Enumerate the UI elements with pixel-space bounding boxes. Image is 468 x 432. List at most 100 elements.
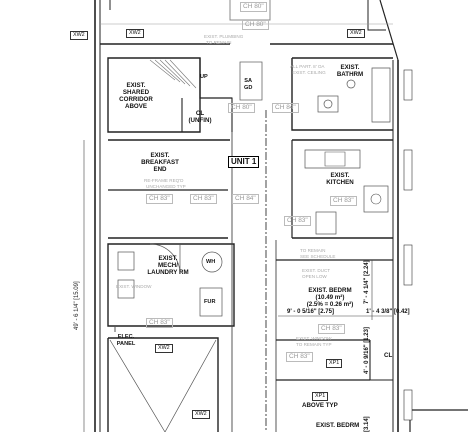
annotation-note: SEE SCHEDULE [300, 254, 336, 259]
water-heater [201, 251, 223, 273]
room-label-line: ELEC. [117, 334, 135, 340]
window-marker [403, 244, 413, 286]
ceiling-height: CH 84" [232, 194, 259, 204]
water-heater-label: WH [206, 259, 216, 265]
room-label-corridor: EXIST. SHARED CORRIDOR ABOVE [112, 82, 160, 110]
room-label-line: EXIST. [340, 64, 360, 71]
top-right-unit-wall [367, 0, 386, 31]
washer [117, 251, 135, 271]
room-label-line: ABOVE [124, 103, 147, 110]
ceiling-height: CH 83" [286, 352, 313, 362]
annotation-note: TO REMAIN [300, 248, 326, 253]
room-label-line: SA [244, 78, 253, 84]
room-label-bedroom: EXIST. BEDRM (10.49 m²) (2.5% = 0.26 m²) [300, 287, 360, 308]
window-marker [403, 389, 413, 421]
annotation-note: EXIST. WINDOW [116, 284, 152, 289]
closet-walls [369, 340, 393, 381]
ceiling-height: CH 83" [146, 194, 173, 204]
wall-tag: XW2 [70, 31, 88, 40]
ceiling-height: CH 80" [242, 20, 269, 30]
room-label-kitchen: EXIST. KITCHEN [320, 172, 360, 186]
kitchen-counter [304, 149, 361, 169]
room-label-line: EXIST. BEDRM [308, 287, 352, 294]
horizontal-dimension-right: 1' - 4 3/8" [0.42] [366, 309, 410, 315]
room-label-line: (2.5% = 0.26 m²) [306, 301, 354, 308]
stove [363, 185, 389, 213]
annotation-note: EXIST. WINDOW [296, 336, 332, 341]
bedroom-walls [276, 259, 393, 341]
annotation-note: TO REMAIN [206, 40, 232, 45]
furnace [199, 287, 223, 317]
room-label-line: (10.49 m²) [315, 294, 345, 301]
annotation-note: RE-FRAME REQ'D [144, 178, 184, 183]
ceiling-height: CH 83" [190, 194, 217, 204]
open-to-below-x [109, 339, 217, 432]
ceiling-height: CH 83" [318, 324, 345, 334]
mech-room-walls [107, 243, 235, 327]
room-label-mech: EXIST. MECH/ LAUNDRY RM [140, 255, 196, 276]
annotation-note: UNCHANGED TYP [146, 184, 186, 189]
annotation-note: OPEN LOW [302, 274, 327, 279]
right-vertical-dimension: 7' - 4 1/4" [2.24] [364, 260, 370, 304]
room-label-line: END [153, 166, 167, 173]
room-label-bathroom: EXIST. BATHRM [330, 64, 370, 78]
bathroom-walls [291, 57, 393, 131]
unit-label: UNIT 1 [228, 156, 260, 168]
sa-gd-box [239, 61, 263, 101]
room-label-closet-unfin: CL (UNFIN) [182, 110, 218, 124]
room-label-line: PANEL [116, 341, 136, 347]
room-label-line: KITCHEN [326, 179, 354, 186]
annotation-note: EXIST. PLUMBING [204, 34, 244, 39]
closet-unfin-walls [181, 97, 233, 132]
wall-tag: XW2 [155, 344, 173, 353]
room-label-bedroom2: EXIST. BEDRM [316, 422, 360, 429]
annotation-note: TO REMAIN TYP [296, 342, 332, 347]
room-label-line: CORRIDOR [119, 96, 153, 103]
ceiling-height: CH 80" [240, 2, 267, 12]
stair-up-label: UP [200, 74, 208, 80]
ceiling-height: CH 83" [330, 196, 357, 206]
horizontal-dimension-left: 9' - 0 5/16" [2.75] [287, 309, 334, 315]
room-label-line: EXIST. [158, 255, 178, 262]
door-tag: XP1 [326, 359, 343, 368]
furnace-label: FUR [204, 299, 216, 305]
room-label-above-typ: ABOVE TYP [302, 402, 338, 409]
room-label-line: BATHRM [336, 71, 364, 78]
dryer [117, 279, 135, 299]
toilet [346, 79, 356, 89]
kitchen-sink [324, 151, 346, 167]
room-label-line: EXIST. [330, 172, 350, 179]
bathtub [371, 67, 391, 123]
room-label-line: EXIST. [150, 152, 170, 159]
window-marker [403, 149, 413, 191]
wall-tag: XW2 [192, 410, 210, 419]
room-label-line: CL [195, 110, 205, 117]
room-label-line: SHARED [122, 89, 150, 96]
room-label-line: LAUNDRY RM [147, 269, 189, 276]
ceiling-height: CH 83" [146, 318, 173, 328]
ceiling-height: CH 83" [284, 216, 311, 226]
corridor-walls [107, 57, 201, 133]
small-vertical-dimension-2: [3.14] [364, 416, 370, 432]
wall-tag: XW2 [347, 29, 365, 38]
annotation-note: ALL PART. 8' OA [290, 64, 325, 69]
vanity [317, 95, 339, 113]
room-label-line: EXIST. [126, 82, 146, 89]
sa-gd-label: SA GD [244, 78, 252, 92]
right-neighbour-wall [409, 409, 468, 432]
room-label-line: BREAKFAST [141, 159, 179, 166]
room-label-line: MECH/ [158, 262, 178, 269]
room-label-line: (UNFIN) [188, 117, 212, 124]
room-label-closet: CL [384, 352, 393, 359]
annotation-note: EXIST. DUCT [302, 268, 331, 273]
top-right-wall [379, 0, 399, 61]
door-tag: XP1 [312, 392, 329, 401]
lower-left-room [107, 337, 219, 432]
stair-treads [149, 59, 197, 89]
room-label-line: GD [244, 85, 253, 91]
overall-dimension: 49' - 6 1/4" [15.09] [74, 281, 80, 330]
sink [323, 99, 333, 109]
small-vertical-dimension: 4' - 0 9/16" [1.23] [364, 327, 370, 374]
annotation-note: EXIST. CEILING [292, 70, 326, 75]
